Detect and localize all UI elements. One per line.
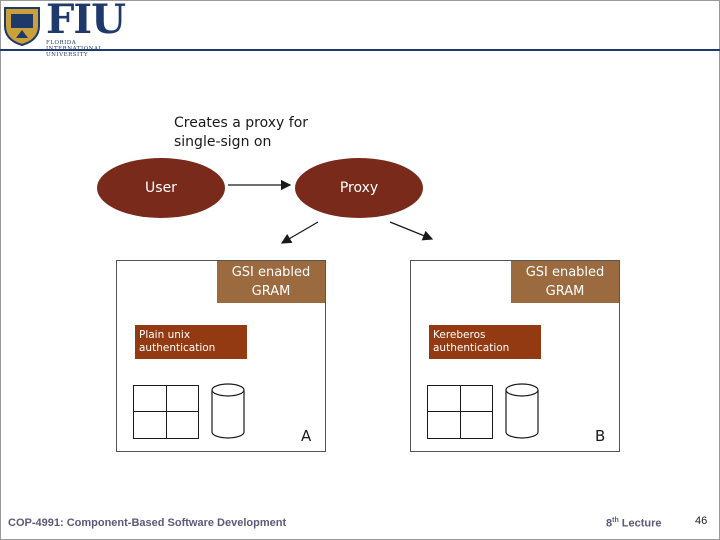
logo-wordmark: FIU bbox=[46, 0, 126, 43]
caption-line-2: single-sign on bbox=[174, 134, 272, 150]
slide-number: 46 bbox=[695, 515, 708, 527]
user-node: User bbox=[97, 158, 225, 218]
host-a-table-icon bbox=[133, 385, 199, 439]
proxy-caption: Creates a proxy for single-sign on bbox=[174, 114, 308, 152]
host-b-auth: Kereberos authentication bbox=[429, 325, 541, 359]
seal-icon bbox=[4, 7, 40, 46]
proxy-to-host-b-arrow bbox=[389, 221, 434, 241]
host-a-box: GSI enabled GRAM Plain unix authenticati… bbox=[116, 260, 326, 452]
lecture-word: Lecture bbox=[618, 517, 662, 530]
host-b-gram-line-1: GSI enabled bbox=[525, 265, 605, 280]
course-title: COP-4991: Component-Based Software Devel… bbox=[8, 517, 287, 529]
lecture-number: 8 bbox=[606, 517, 613, 530]
host-b-auth-line-2: authentication bbox=[433, 342, 510, 354]
host-b-gram: GSI enabled GRAM bbox=[511, 261, 619, 303]
host-a-auth-line-2: authentication bbox=[139, 342, 216, 354]
host-a-gram-line-1: GSI enabled bbox=[231, 265, 311, 280]
host-b-database-icon bbox=[505, 383, 539, 439]
header-rule bbox=[0, 49, 720, 51]
host-a-gram-line-2: GRAM bbox=[251, 284, 291, 299]
host-b-gram-line-2: GRAM bbox=[545, 284, 585, 299]
host-a-auth: Plain unix authentication bbox=[135, 325, 247, 359]
host-b-label: B bbox=[595, 427, 606, 445]
proxy-node: Proxy bbox=[295, 158, 423, 218]
caption-line-1: Creates a proxy for bbox=[174, 115, 309, 131]
host-b-box: GSI enabled GRAM Kereberos authenticatio… bbox=[410, 260, 620, 452]
lecture-label: 8th Lecture bbox=[606, 517, 662, 530]
host-a-label: A bbox=[301, 427, 312, 445]
host-a-auth-line-1: Plain unix bbox=[139, 329, 191, 341]
host-a-database-icon bbox=[211, 383, 245, 439]
lecture-suffix: th bbox=[612, 517, 619, 524]
proxy-label: Proxy bbox=[339, 180, 379, 196]
host-a-gram: GSI enabled GRAM bbox=[217, 261, 325, 303]
host-b-auth-line-1: Kereberos bbox=[433, 329, 486, 341]
user-label: User bbox=[145, 180, 177, 196]
host-b-table-icon bbox=[427, 385, 493, 439]
proxy-to-host-a-arrow bbox=[280, 221, 319, 244]
